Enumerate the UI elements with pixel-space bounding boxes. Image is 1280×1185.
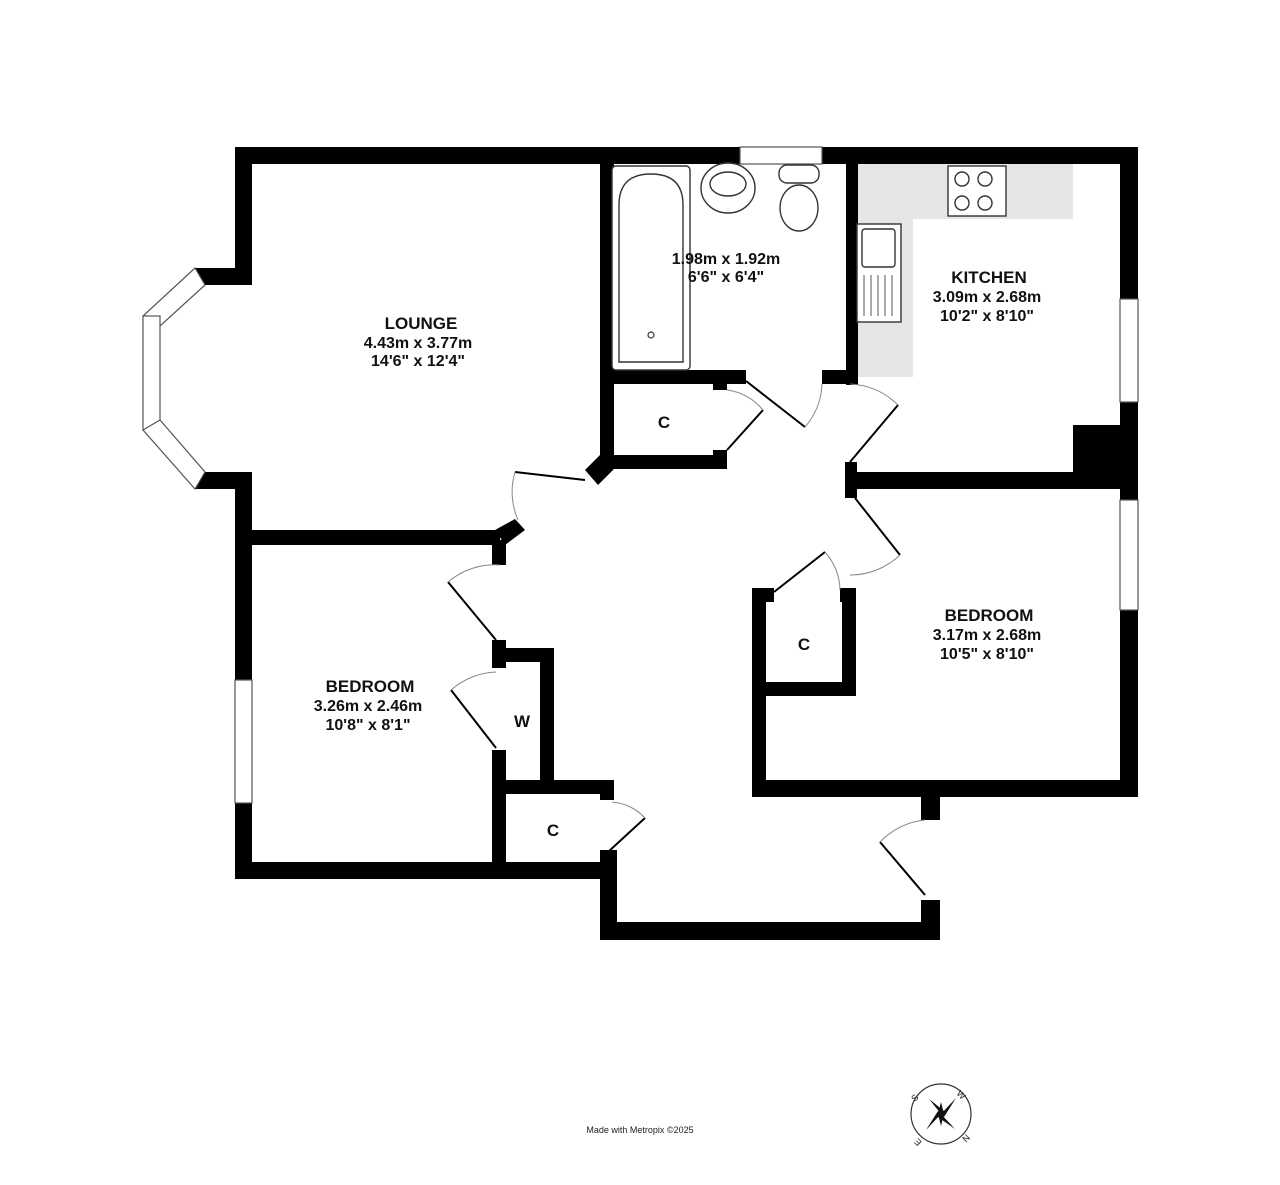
sink-icon <box>700 162 756 214</box>
windows <box>141 146 1139 804</box>
compass-letter: N <box>960 1132 972 1144</box>
room-dimension-imperial: 10'8" x 8'1" <box>325 717 410 734</box>
hob-icon <box>947 165 1007 217</box>
room-dimension-imperial: 6'6" x 6'4" <box>688 269 764 286</box>
walls <box>195 147 1138 940</box>
kitchen-sink-icon <box>856 223 902 323</box>
wardrobe-label: W <box>514 712 531 731</box>
bath-icon <box>611 165 691 371</box>
closet-label: C <box>658 413 670 432</box>
doors <box>447 380 926 896</box>
room-dimension-imperial: 14'6" x 12'4" <box>371 353 465 370</box>
room-name: BEDROOM <box>945 606 1034 625</box>
kitchen-label: KITCHEN 3.09m x 2.68m 10'2" x 8'10" <box>933 268 1042 325</box>
lounge-label: LOUNGE 4.43m x 3.77m 14'6" x 12'4" <box>364 314 473 370</box>
credit-text: Made with Metropix ©2025 <box>586 1125 693 1135</box>
closet-label: C <box>798 635 810 654</box>
bathroom-label: 1.98m x 1.92m 6'6" x 6'4" <box>672 251 781 286</box>
room-dimension-imperial: 10'2" x 8'10" <box>940 308 1034 325</box>
bedroom-left-label: BEDROOM 3.26m x 2.46m 10'8" x 8'1" <box>314 677 423 734</box>
closet-label: C <box>547 821 559 840</box>
toilet-icon <box>778 164 820 232</box>
room-name: BEDROOM <box>326 677 415 696</box>
compass-letter: S <box>909 1092 920 1103</box>
compass-icon: S W N E <box>909 1083 972 1148</box>
room-dimension-metric: 3.09m x 2.68m <box>933 289 1042 306</box>
room-dimension-imperial: 10'5" x 8'10" <box>940 646 1034 663</box>
compass-letter: E <box>912 1136 923 1147</box>
room-dimension-metric: 1.98m x 1.92m <box>672 251 781 268</box>
room-dimension-metric: 3.17m x 2.68m <box>933 627 1042 644</box>
bedroom-right-label: BEDROOM 3.17m x 2.68m 10'5" x 8'10" <box>933 606 1042 663</box>
room-dimension-metric: 4.43m x 3.77m <box>364 335 473 352</box>
room-dimension-metric: 3.26m x 2.46m <box>314 698 423 715</box>
room-name: KITCHEN <box>951 268 1027 287</box>
room-name: LOUNGE <box>385 314 458 333</box>
